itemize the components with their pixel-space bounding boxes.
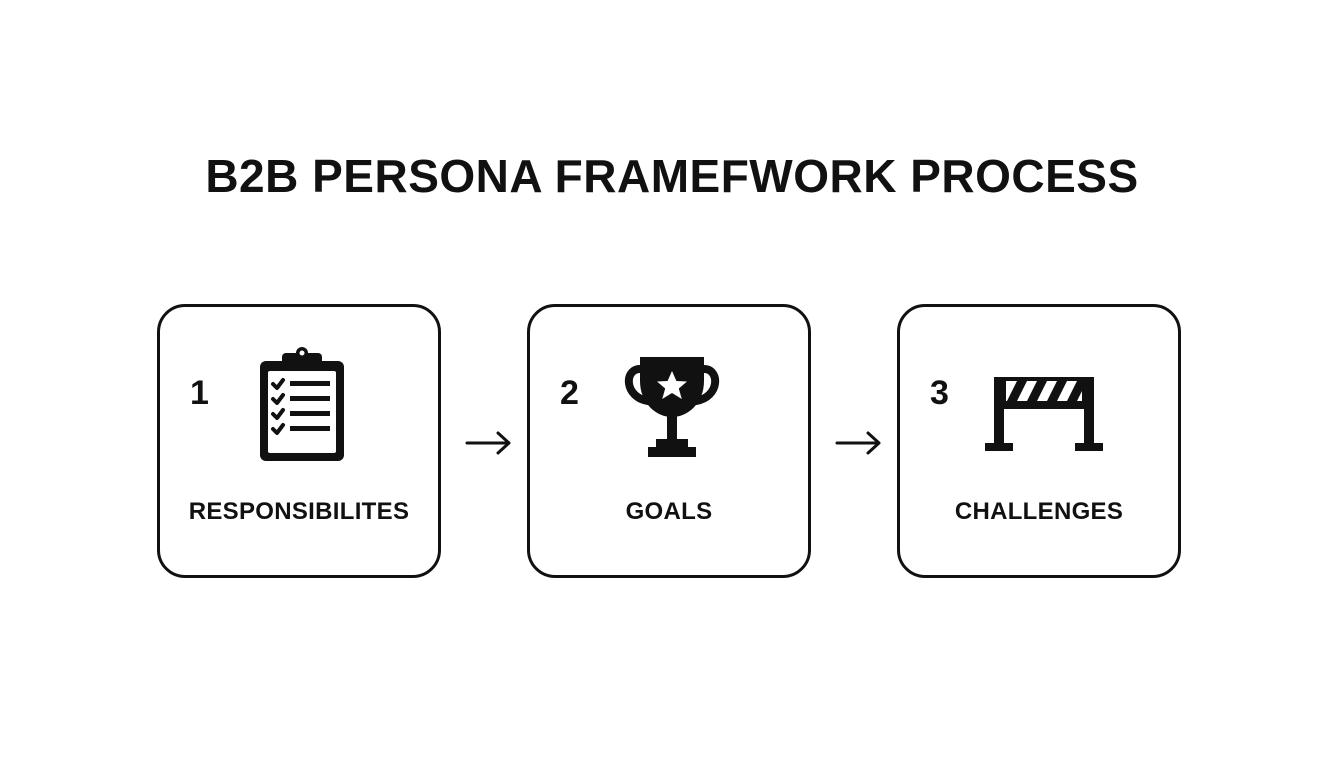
step-label: GOALS xyxy=(625,498,713,525)
arrow-right-icon xyxy=(835,431,881,455)
clipboard-checklist-icon xyxy=(260,347,344,461)
diagram-title: B2B PERSONA FRAMEFWORK PROCESS xyxy=(205,150,1139,202)
step-label: RESPONSIBILITES xyxy=(188,498,410,525)
arrow-right-icon xyxy=(465,431,511,455)
step-label: CHALLENGES xyxy=(954,498,1124,525)
barrier-icon xyxy=(985,377,1103,451)
step-number: 3 xyxy=(930,374,949,412)
step-number: 1 xyxy=(190,374,209,412)
step-box-responsibilities: 1 RESPONSIBILITES xyxy=(157,304,441,578)
step-box-challenges: 3 CHALLENGES xyxy=(897,304,1181,578)
step-box-goals: 2 GOALS xyxy=(527,304,811,578)
step-number: 2 xyxy=(560,374,579,412)
trophy-icon xyxy=(624,357,720,457)
